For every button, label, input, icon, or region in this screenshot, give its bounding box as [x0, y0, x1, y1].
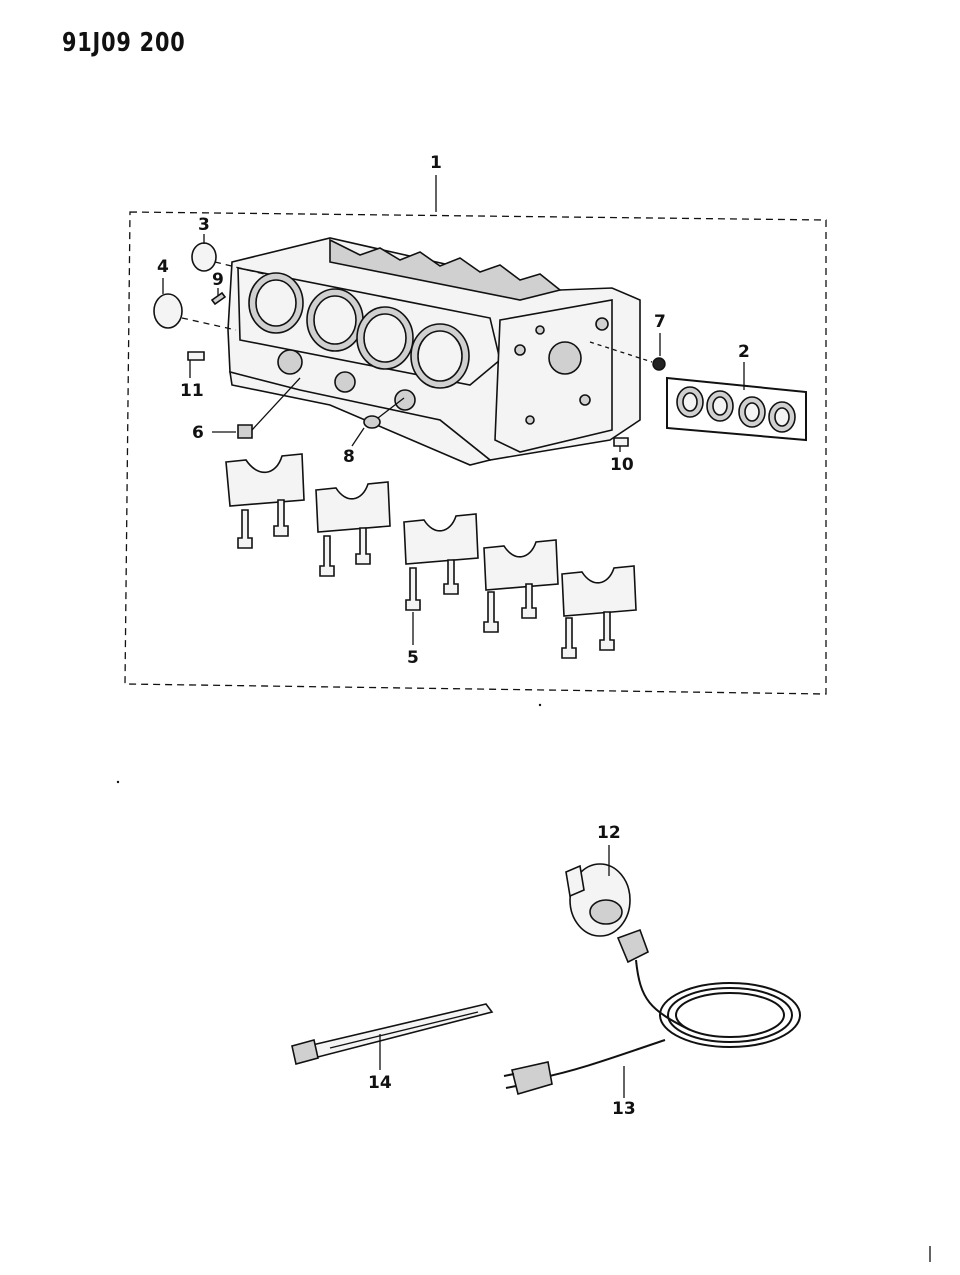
callout-2: 2	[738, 342, 750, 362]
callout-7: 7	[654, 312, 666, 332]
dowel-pin-11	[187, 351, 205, 361]
tie-strap	[291, 1003, 494, 1065]
callout-9: 9	[212, 270, 224, 290]
expansion-plug-large	[153, 293, 183, 329]
oil-gallery-plug	[652, 357, 666, 371]
callout-11: 11	[180, 381, 204, 401]
cylinder-bores	[248, 272, 470, 389]
dowel-pin-9	[210, 291, 227, 306]
callout-4: 4	[157, 257, 169, 277]
callout-8: 8	[343, 447, 355, 467]
callout-6: 6	[192, 423, 204, 443]
heater-cord	[503, 928, 801, 1096]
block-heater	[565, 863, 631, 937]
drain-plug	[237, 377, 301, 439]
callout-12: 12	[597, 823, 621, 843]
callout-1: 1	[430, 153, 442, 173]
callout-13: 13	[612, 1099, 636, 1119]
expansion-plug-small	[191, 242, 217, 272]
dowel-pin-10	[613, 437, 629, 447]
cap-bolts	[237, 499, 615, 659]
document-id: 91J09 200	[62, 28, 186, 58]
callout-labels: 1 2 3 4 5 6 7 8 9 10 11 12 13 14	[157, 153, 750, 1119]
main-bearing-caps	[225, 453, 637, 617]
callout-3: 3	[198, 215, 210, 235]
kit-boundary	[124, 211, 827, 695]
callout-10: 10	[610, 455, 634, 475]
callout-14: 14	[368, 1073, 392, 1093]
engine-block	[227, 237, 641, 466]
callout-5: 5	[407, 648, 419, 668]
cup-plug	[363, 397, 405, 429]
cam-bearing-set	[666, 376, 807, 442]
